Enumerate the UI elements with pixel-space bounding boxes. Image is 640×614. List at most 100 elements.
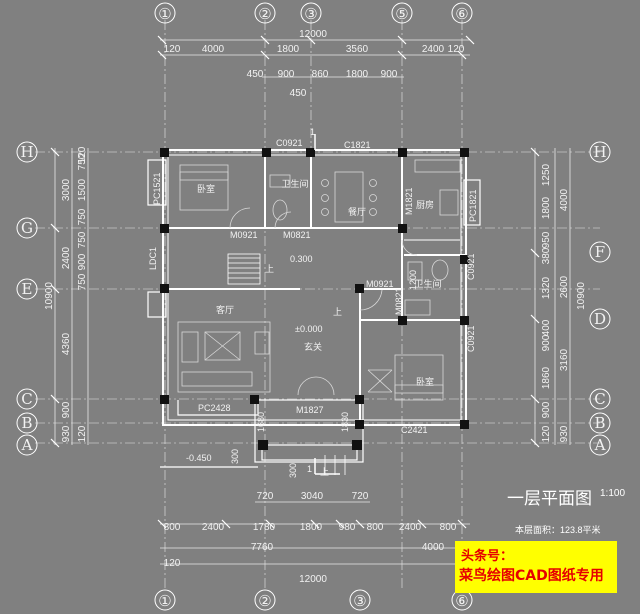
watermark-line2: 菜鸟绘图CAD图纸专用 xyxy=(459,568,604,584)
dim-bot-c1: 7760 xyxy=(251,542,274,553)
axis-a-left: A xyxy=(21,436,33,454)
axis-2-top: ② xyxy=(258,5,271,23)
dim-left-i6: 900 xyxy=(77,253,88,270)
dim-right-i7: 900 xyxy=(541,334,552,351)
dim-step-300-a: 300 xyxy=(230,449,240,464)
dim-bot-b1: 800 xyxy=(164,522,181,533)
dim-top-r2-2: 900 xyxy=(278,69,295,80)
dim-top-6: 120 xyxy=(448,44,465,55)
dim-bot-b3: 1780 xyxy=(253,522,276,533)
room-foyer: 玄关 xyxy=(304,341,322,352)
dim-right-i2: 1800 xyxy=(541,196,552,219)
axis-1-top: ① xyxy=(158,5,171,23)
dim-left-total: 10900 xyxy=(44,282,55,310)
code-c1821: C1821 xyxy=(344,140,371,150)
dim-right-i6: 400 xyxy=(541,319,552,336)
room-living: 客厅 xyxy=(216,304,234,315)
axis-6-bottom: ⑥ xyxy=(455,592,468,610)
axis-h-left: H xyxy=(20,143,33,161)
drawing-scale: 1:100 xyxy=(600,488,626,499)
code-c0921-e: C0921 xyxy=(466,253,476,280)
code-m0921-n: M0921 xyxy=(230,230,258,240)
dim-top-r2-5: 900 xyxy=(381,69,398,80)
code-m0821-n: M0821 xyxy=(283,230,311,240)
dim-right-3160: 3160 xyxy=(559,348,570,371)
code-c2421: C2421 xyxy=(401,425,428,435)
dim-top-total: 12000 xyxy=(299,29,327,40)
code-1680: 1680 xyxy=(256,412,266,432)
dim-left-i7: 750 xyxy=(77,273,88,290)
dim-right-i3: 950 xyxy=(541,231,552,248)
code-1200: 1200 xyxy=(408,270,418,290)
code-m0921-s: M0921 xyxy=(366,279,394,289)
dim-right-i1: 1250 xyxy=(541,163,552,186)
up-label-foyer: 上 xyxy=(333,307,342,317)
dim-bot-c2: 4000 xyxy=(422,542,445,553)
axis-1-bottom: ① xyxy=(158,592,171,610)
dim-right-total: 10900 xyxy=(576,282,587,310)
dim-left-2400: 2400 xyxy=(61,246,72,269)
section-mark-top: 1 xyxy=(310,127,315,137)
axis-3-top: ③ xyxy=(304,5,317,23)
dim-top-4: 3560 xyxy=(346,44,369,55)
axis-3-bottom: ③ xyxy=(353,592,366,610)
dim-top-r2-1: 450 xyxy=(247,69,264,80)
dim-top-5: 2400 xyxy=(422,44,445,55)
axis-g-left: G xyxy=(21,219,33,237)
room-bedroom-north: 卧室 xyxy=(197,183,215,194)
dim-bot-a2: 3040 xyxy=(301,491,324,502)
axis-c-left: C xyxy=(21,390,32,408)
dim-bot-b6: 800 xyxy=(367,522,384,533)
drawing-title: 一层平面图 xyxy=(507,489,592,508)
code-pc1521: PC1521 xyxy=(152,172,162,205)
code-c0921-top: C0921 xyxy=(276,138,303,148)
code-ldc1: LDC1 xyxy=(148,247,158,270)
up-label-entry: 上 xyxy=(320,467,329,477)
dim-bot-b8: 800 xyxy=(440,522,457,533)
dim-top-r2-4: 1800 xyxy=(346,69,369,80)
room-bath-east: 卫生间 xyxy=(414,278,441,289)
axis-h-right: H xyxy=(593,143,606,161)
dim-right-i8: 1860 xyxy=(541,366,552,389)
room-bath-north: 卫生间 xyxy=(281,178,308,189)
dim-right-i5: 1320 xyxy=(541,276,552,299)
axis-6-top: ⑥ xyxy=(455,5,468,23)
dim-left-i5: 750 xyxy=(77,231,88,248)
dim-bot-b4: 1800 xyxy=(300,522,323,533)
level-minus0450: -0.450 xyxy=(186,453,212,463)
axis-f-right: F xyxy=(595,243,605,261)
axis-2-bottom: ② xyxy=(258,592,271,610)
dim-left-4360: 4360 xyxy=(61,332,72,355)
dim-right-4000: 4000 xyxy=(559,188,570,211)
dim-bot-left: 120 xyxy=(164,558,181,569)
dim-left-120: 120 xyxy=(77,425,88,442)
dim-step-300-b: 300 xyxy=(288,463,298,478)
code-m1821: M1821 xyxy=(404,187,414,215)
axis-e-left: E xyxy=(22,280,33,298)
stair-up-label: 上 xyxy=(265,264,274,274)
dim-left-i1: 120 xyxy=(77,146,88,163)
dim-right-2600: 2600 xyxy=(559,275,570,298)
axis-5-top: ⑤ xyxy=(395,5,408,23)
dim-left-i2: 750 xyxy=(77,153,88,170)
room-kitchen: 厨房 xyxy=(416,199,434,210)
dim-top-r3: 450 xyxy=(290,88,307,99)
dim-right-930: 930 xyxy=(559,425,570,442)
dim-left-930: 930 xyxy=(61,425,72,442)
code-1830: 1830 xyxy=(340,412,350,432)
code-m1827: M1827 xyxy=(296,405,324,415)
dim-top-3: 1800 xyxy=(277,44,300,55)
code-pc2428: PC2428 xyxy=(198,403,231,413)
dim-top-r2-3: 860 xyxy=(312,69,329,80)
dim-left-3000: 3000 xyxy=(61,178,72,201)
room-bedroom-south: 卧室 xyxy=(416,376,434,387)
dim-bot-b2: 2400 xyxy=(202,522,225,533)
dim-right-i10: 120 xyxy=(541,425,552,442)
room-dining: 餐厅 xyxy=(348,206,366,217)
dim-bot-total: 12000 xyxy=(299,574,327,585)
dim-bot-b5: 980 xyxy=(339,522,356,533)
floor-area-note: 本层面积：123.8平米 xyxy=(515,525,601,535)
dim-top-1: 120 xyxy=(164,44,181,55)
